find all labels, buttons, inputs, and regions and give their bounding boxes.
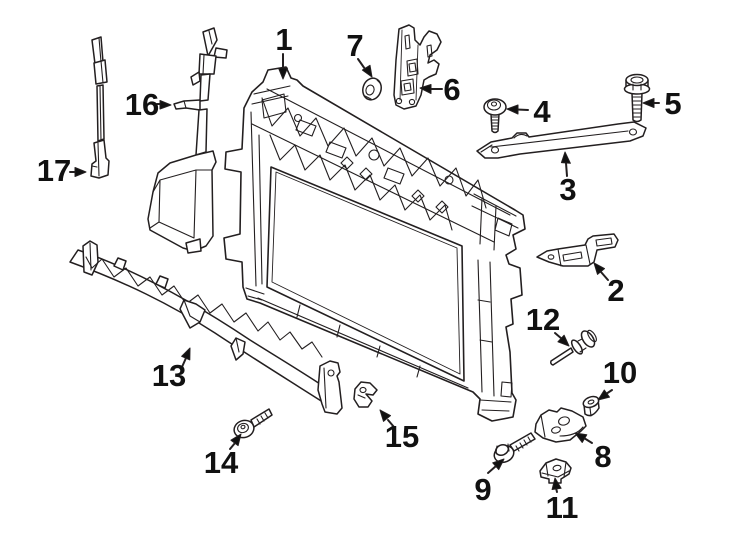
callout-4-label: 4 xyxy=(533,94,551,129)
callout-16: 16 xyxy=(125,87,172,122)
callout-7-label: 7 xyxy=(346,28,363,63)
callout-16-label: 16 xyxy=(125,87,159,122)
callout-13: 13 xyxy=(152,347,191,393)
part-7-grommet xyxy=(362,77,382,101)
part-8-plate xyxy=(534,407,587,443)
part-3-brace xyxy=(476,121,647,159)
callout-15-label: 15 xyxy=(385,419,419,454)
callout-12-label: 12 xyxy=(526,302,560,337)
part-15-clip xyxy=(353,381,378,408)
callout-5-label: 5 xyxy=(664,86,681,121)
part-6-bracket xyxy=(393,24,442,110)
part-9-bolt xyxy=(493,432,536,464)
callout-9-label: 9 xyxy=(474,472,491,507)
part-5-bolt xyxy=(623,73,651,123)
callout-14-label: 14 xyxy=(204,445,239,480)
callout-1: 1 xyxy=(275,22,293,80)
callout-3: 3 xyxy=(559,151,577,207)
callout-6-label: 6 xyxy=(443,72,460,107)
callout-15: 15 xyxy=(379,409,419,454)
callout-2: 2 xyxy=(593,262,625,308)
callout-6: 6 xyxy=(419,72,461,107)
part-1-radiator-support xyxy=(223,66,526,422)
callout-2-label: 2 xyxy=(607,273,624,308)
part-12-rivet xyxy=(550,329,597,366)
part-16-air-guide xyxy=(147,27,228,254)
part-17-seal-strip xyxy=(90,36,110,179)
callout-14: 14 xyxy=(204,433,242,480)
callout-10-label: 10 xyxy=(603,355,637,390)
callout-8: 8 xyxy=(574,432,612,474)
callout-17-label: 17 xyxy=(37,153,71,188)
part-4-screw xyxy=(483,98,507,134)
callout-12: 12 xyxy=(526,302,570,347)
callout-13-label: 13 xyxy=(152,358,186,393)
part-10-nut xyxy=(582,395,600,417)
callout-1-label: 1 xyxy=(275,22,292,57)
diagram-artwork: 1 2 3 4 5 xyxy=(37,22,682,525)
part-14-screw xyxy=(233,408,273,439)
callout-5: 5 xyxy=(642,86,682,121)
callout-17: 17 xyxy=(37,153,87,188)
callout-8-label: 8 xyxy=(594,439,611,474)
callout-9: 9 xyxy=(474,458,505,507)
part-13-deflector-bar xyxy=(69,240,343,415)
callout-11: 11 xyxy=(546,477,579,525)
callout-3-label: 3 xyxy=(559,172,576,207)
part-11-clip xyxy=(539,458,572,484)
callout-10: 10 xyxy=(597,355,637,401)
callout-4: 4 xyxy=(506,94,551,129)
callout-7: 7 xyxy=(346,28,373,78)
callout-11-label: 11 xyxy=(546,490,579,525)
callouts: 1 2 3 4 5 xyxy=(37,22,682,525)
part-2-bracket xyxy=(536,233,619,267)
